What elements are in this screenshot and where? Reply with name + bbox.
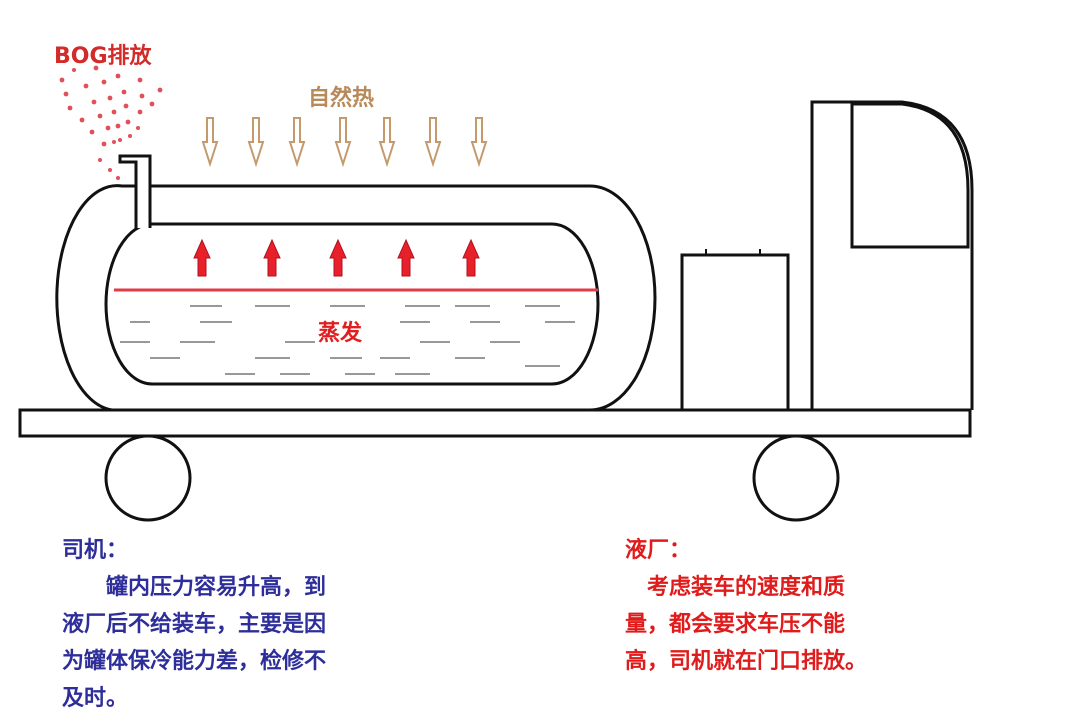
plant-line: 考虑装车的速度和质 bbox=[625, 575, 846, 600]
wheel-front bbox=[752, 434, 840, 522]
vapor-arrow-4 bbox=[397, 238, 415, 277]
vapor-arrow-1 bbox=[193, 238, 211, 277]
vent-pipe bbox=[118, 154, 152, 228]
heat-arrow-1 bbox=[201, 117, 219, 168]
cab-window bbox=[850, 102, 970, 249]
driver-heading: 司机： bbox=[62, 538, 129, 563]
plant-line: 高，司机就在门口排放。 bbox=[625, 649, 868, 674]
vapor-arrows bbox=[193, 238, 480, 277]
heat-arrow-5 bbox=[378, 117, 396, 168]
plant-heading: 液厂： bbox=[625, 538, 692, 563]
plant-line: 量，都会要求车压不能 bbox=[625, 612, 846, 637]
inner-tank bbox=[104, 222, 600, 386]
equipment-box bbox=[680, 253, 790, 412]
vapor-arrow-3 bbox=[329, 238, 347, 277]
heat-arrows bbox=[201, 117, 488, 168]
heat-arrow-2 bbox=[247, 117, 265, 168]
plant-note: 液厂： 考虑装车的速度和质 量，都会要求车压不能 高，司机就在门口排放。 bbox=[625, 532, 955, 680]
heat-arrow-4 bbox=[334, 117, 352, 168]
driver-line: 及时。 bbox=[62, 686, 129, 711]
driver-line: 为罐体保冷能力差，检修不 bbox=[62, 649, 327, 674]
heat-arrow-7 bbox=[470, 117, 488, 168]
heat-arrow-3 bbox=[288, 117, 306, 168]
driver-line: 液厂后不给装车，主要是因 bbox=[62, 612, 327, 637]
vapor-arrow-2 bbox=[263, 238, 281, 277]
evaporation-label: 蒸发 bbox=[318, 321, 363, 346]
bog-spray bbox=[59, 65, 163, 180]
driver-note: 司机： 罐内压力容易升高，到 液厂后不给装车，主要是因 为罐体保冷能力差，检修不… bbox=[62, 532, 402, 717]
heat-label: 自然热 bbox=[308, 86, 375, 111]
bog-label: BOG排放 bbox=[54, 44, 152, 69]
chassis bbox=[18, 408, 972, 438]
heat-arrow-6 bbox=[424, 117, 442, 168]
driver-line: 罐内压力容易升高，到 bbox=[62, 575, 327, 600]
wheel-rear bbox=[104, 434, 192, 522]
liquid-ripples bbox=[120, 305, 575, 375]
vapor-arrow-5 bbox=[462, 238, 480, 277]
